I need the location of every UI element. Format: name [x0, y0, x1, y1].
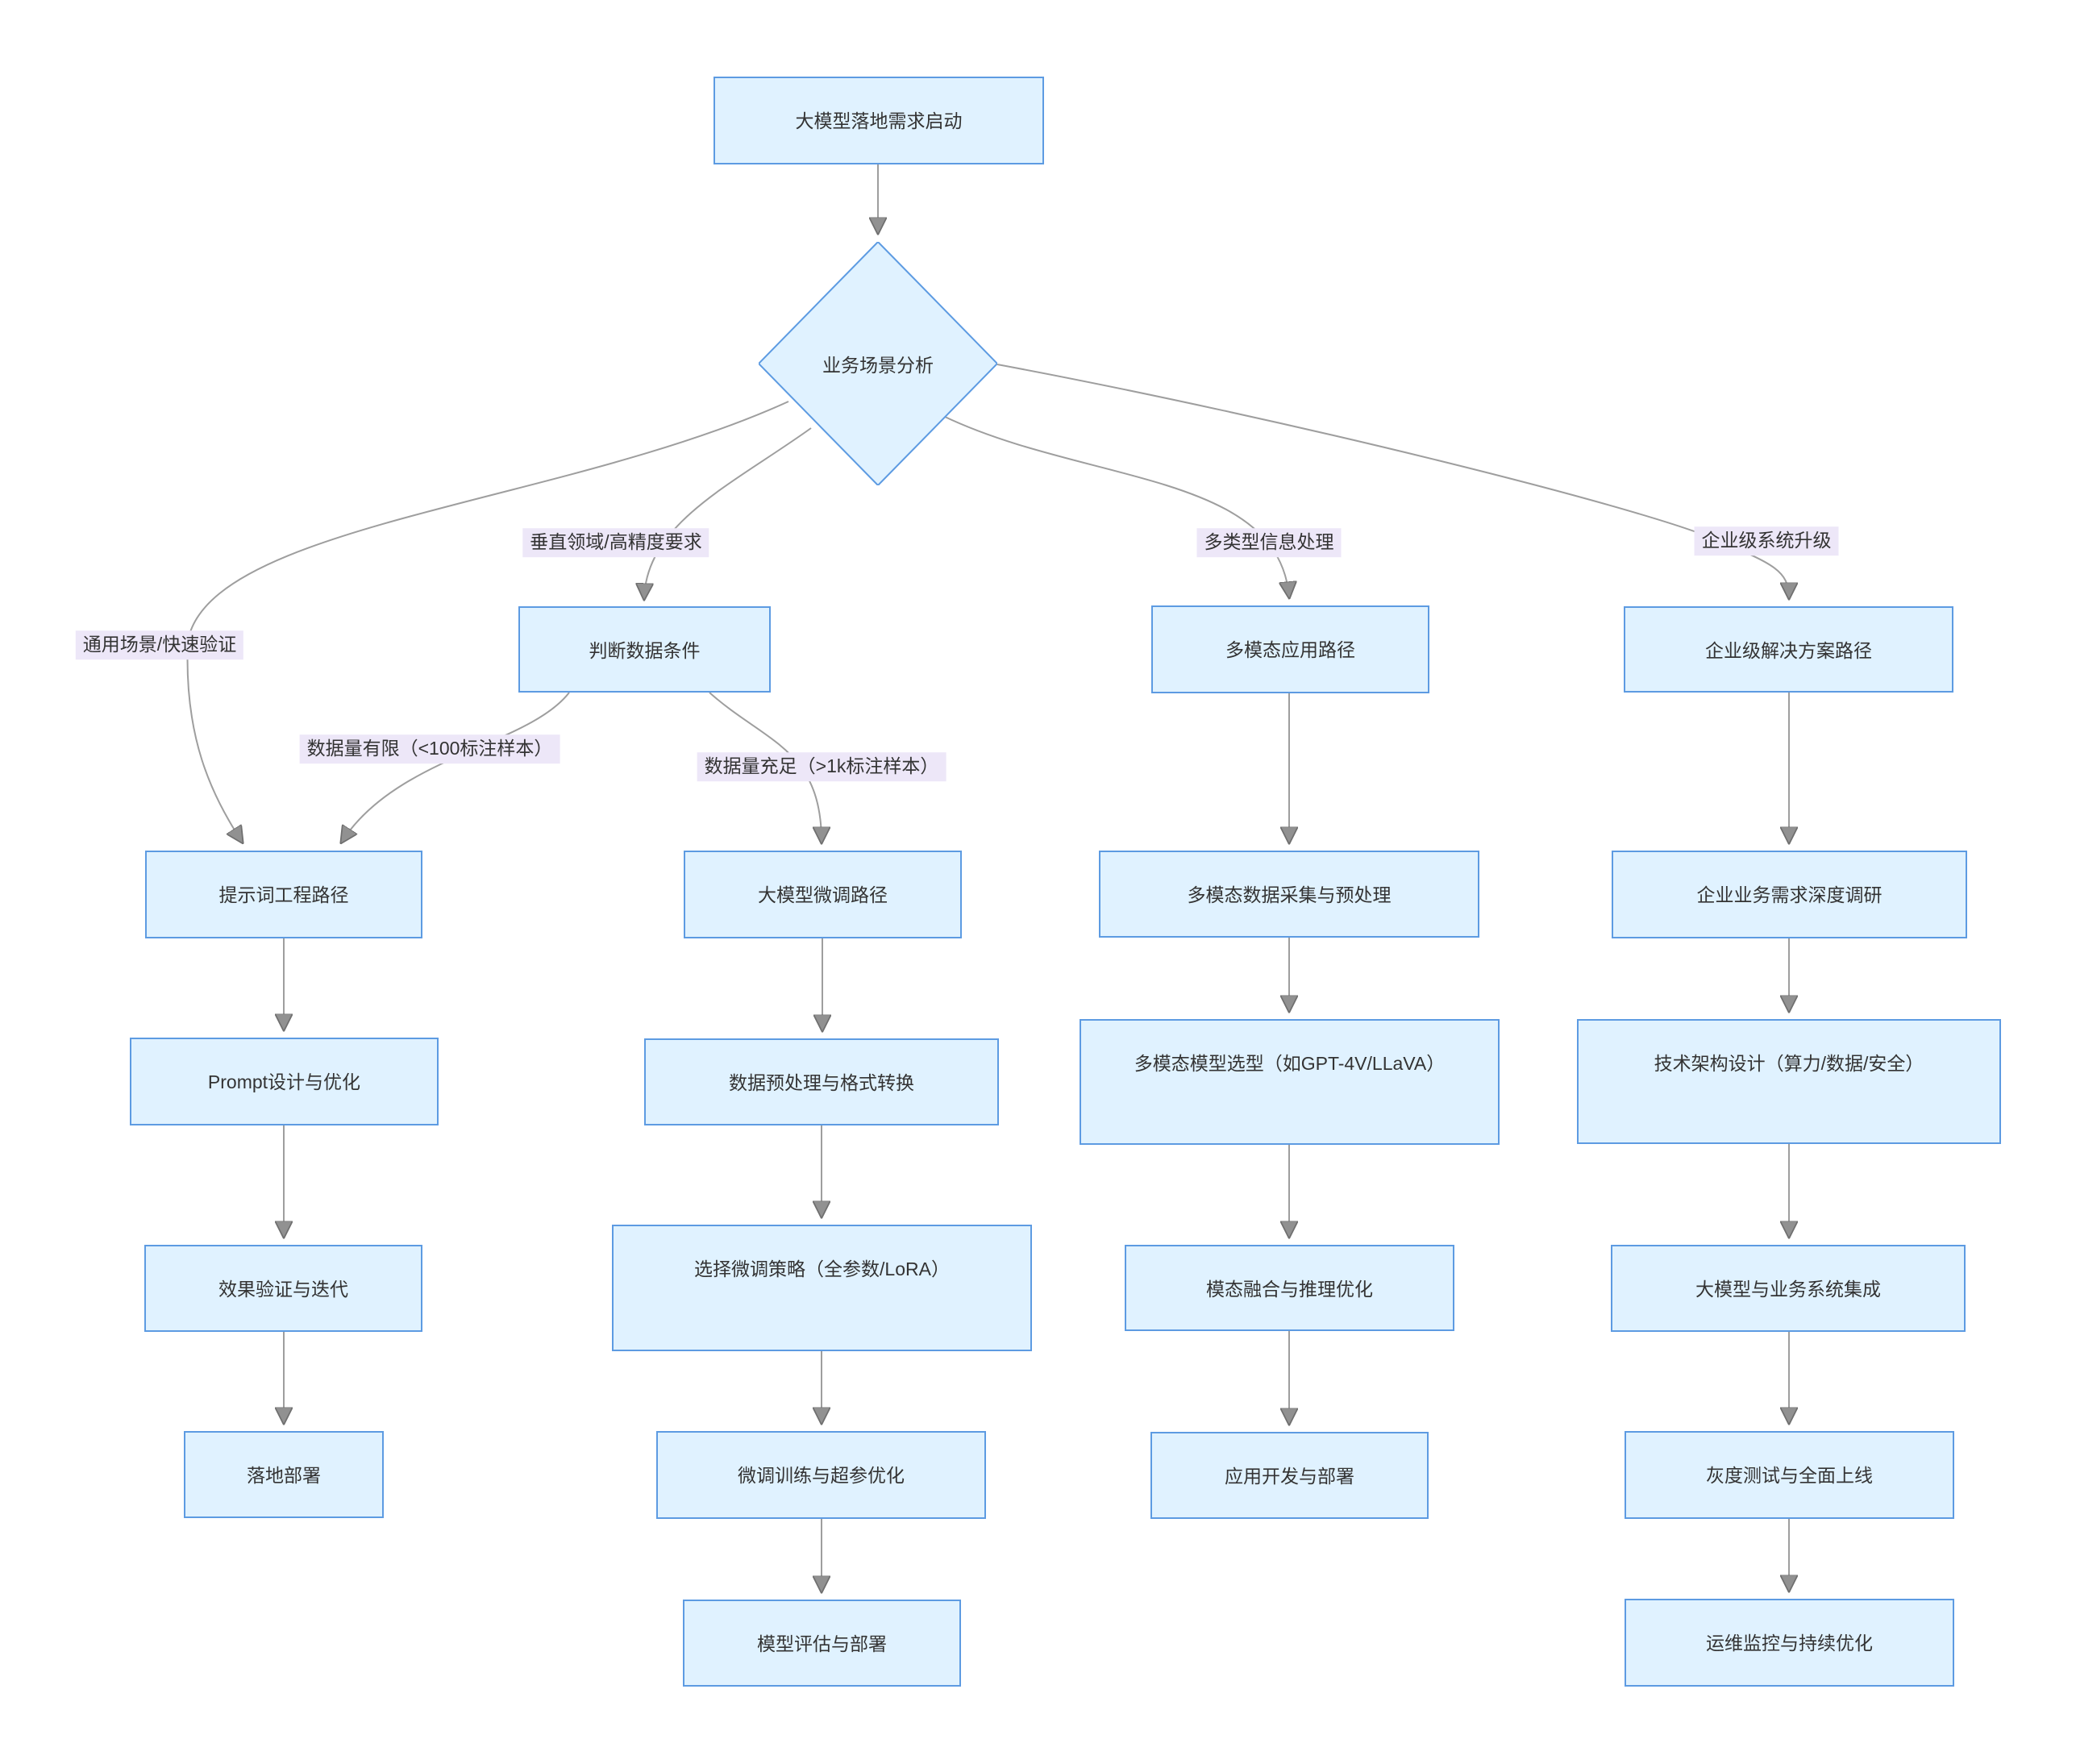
node-label: 多模态数据采集与预处理	[1187, 884, 1392, 905]
node-finetune-training: 微调训练与超参优化	[656, 1431, 986, 1519]
node-label: 效果验证与迭代	[218, 1279, 348, 1300]
node-gray-release: 灰度测试与全面上线	[1625, 1431, 1954, 1519]
edge-label-multitype-info: 多类型信息处理	[1196, 528, 1342, 557]
node-enterprise-path: 企业级解决方案路径	[1624, 606, 1953, 693]
node-prompt-design: Prompt设计与优化	[130, 1038, 439, 1125]
node-scene-analysis: 业务场景分析	[759, 242, 997, 485]
node-multimodal-path: 多模态应用路径	[1151, 605, 1429, 693]
node-data-preprocess: 数据预处理与格式转换	[644, 1038, 999, 1125]
node-mm-model-select: 多模态模型选型（如GPT-4V/LLaVA）	[1080, 1019, 1500, 1145]
node-enterprise-research: 企业业务需求深度调研	[1612, 851, 1967, 938]
edge-label-enterprise-upgrade: 企业级系统升级	[1694, 526, 1839, 555]
node-label: 判断数据条件	[589, 640, 701, 661]
node-label: 业务场景分析	[822, 355, 934, 376]
node-label: 应用开发与部署	[1225, 1466, 1354, 1487]
node-model-eval: 模型评估与部署	[683, 1600, 961, 1687]
node-finetune-strategy: 选择微调策略（全参数/LoRA）	[612, 1225, 1032, 1351]
edge-label-limited-data: 数据量有限（<100标注样本）	[299, 734, 560, 763]
edge-decision-to-prompt-path	[186, 401, 789, 842]
node-label: 落地部署	[247, 1465, 321, 1486]
node-label: 灰度测试与全面上线	[1706, 1465, 1873, 1486]
node-deploy: 落地部署	[184, 1431, 384, 1518]
node-prompt-path: 提示词工程路径	[145, 851, 422, 938]
node-label: 大模型落地需求启动	[795, 110, 963, 131]
node-label: 微调训练与超参优化	[738, 1465, 905, 1486]
node-tech-architecture: 技术架构设计（算力/数据/安全）	[1577, 1019, 2001, 1144]
node-label: 技术架构设计（算力/数据/安全）	[1654, 1053, 1924, 1074]
node-label: 运维监控与持续优化	[1706, 1633, 1873, 1654]
node-label: 选择微调策略（全参数/LoRA）	[694, 1259, 950, 1279]
node-mm-data-collection: 多模态数据采集与预处理	[1099, 851, 1479, 938]
node-ops-monitor: 运维监控与持续优化	[1625, 1599, 1954, 1687]
node-label: 大模型微调路径	[758, 884, 888, 905]
edge-label-vertical-domain: 垂直领域/高精度要求	[522, 528, 709, 557]
node-label: 数据预处理与格式转换	[729, 1072, 914, 1093]
node-judge-data-condition: 判断数据条件	[518, 606, 771, 693]
node-start: 大模型落地需求启动	[713, 77, 1044, 164]
edge-judge-to-prompt-path	[342, 692, 570, 842]
node-label: 多模态应用路径	[1225, 639, 1355, 660]
node-label: 大模型与业务系统集成	[1695, 1279, 1881, 1300]
node-label: 模型评估与部署	[757, 1633, 887, 1654]
edge-judge-to-finetune-path	[709, 692, 822, 842]
node-fusion-optimize: 模态融合与推理优化	[1125, 1245, 1454, 1331]
diamond-shape	[759, 242, 997, 485]
node-system-integration: 大模型与业务系统集成	[1611, 1245, 1966, 1332]
node-label: 企业业务需求深度调研	[1696, 884, 1883, 905]
node-label: 提示词工程路径	[218, 884, 349, 905]
node-app-deploy: 应用开发与部署	[1150, 1432, 1429, 1519]
node-finetune-path: 大模型微调路径	[684, 851, 962, 938]
edge-label-general-scene: 通用场景/快速验证	[75, 630, 244, 659]
node-label: 多模态模型选型（如GPT-4V/LLaVA）	[1134, 1053, 1446, 1074]
edge-label-sufficient-data: 数据量充足（>1k标注样本）	[697, 752, 946, 781]
node-label: Prompt设计与优化	[207, 1071, 361, 1092]
node-label: 模态融合与推理优化	[1206, 1279, 1373, 1300]
edge-decision-to-judge	[644, 427, 812, 598]
node-label: 企业级解决方案路径	[1705, 640, 1872, 661]
edge-decision-to-enterprise	[996, 364, 1789, 597]
node-effect-verify: 效果验证与迭代	[144, 1245, 422, 1332]
